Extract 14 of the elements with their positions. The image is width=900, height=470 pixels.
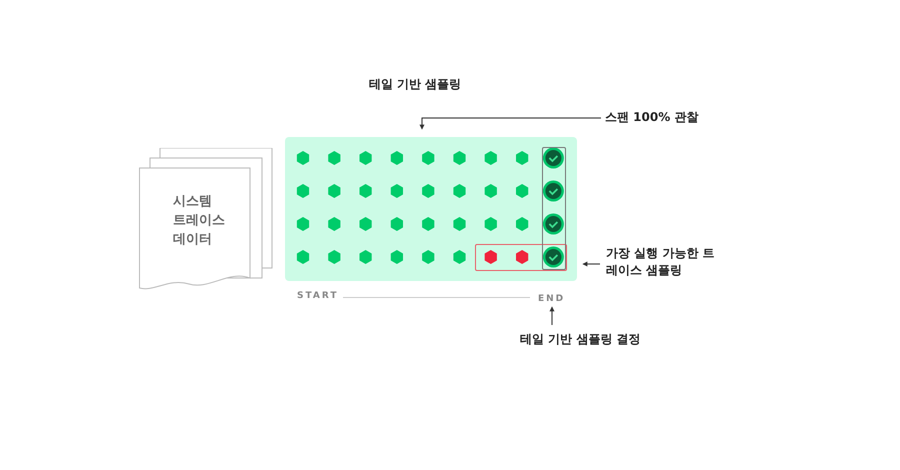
timeline-start-label: START (297, 291, 339, 301)
document-label: 시스템 트레이스 데이터 (173, 193, 226, 249)
column-highlight-box (542, 147, 566, 270)
trace-panel (285, 137, 577, 281)
leader-arrow (420, 118, 602, 130)
timeline-end-label: END (538, 293, 566, 306)
leader-arrow (550, 306, 554, 326)
row-highlight-box (475, 244, 567, 271)
annotation-text: 테일 기반 샘플링 결정 (520, 331, 642, 348)
annotation-text: 가장 실행 가능한 트레이스 샘플링 (606, 245, 716, 279)
annotation-text: 스팬 100% 관찰 (605, 109, 700, 126)
document-stack (139, 148, 273, 291)
diagram-title: 테일 기반 샘플링 (368, 76, 462, 93)
leader-arrow (582, 262, 600, 266)
